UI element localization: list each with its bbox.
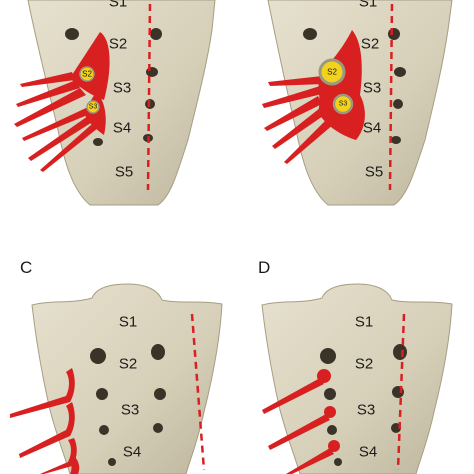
sacrum-bone-c [31, 283, 223, 474]
nerve-fan-lower-a [22, 92, 106, 172]
level-label-s1: S1 [358, 0, 378, 11]
panel-b [262, 0, 453, 206]
marker-label-s3: S3 [338, 100, 348, 108]
midline-dashed [396, 313, 406, 471]
level-label-s2: S2 [108, 35, 128, 53]
foramen [108, 458, 116, 466]
level-label-s1: S1 [118, 313, 138, 331]
marker-label-s2: S2 [82, 69, 92, 79]
foramen [303, 28, 317, 40]
level-label-s4: S4 [358, 443, 378, 461]
midline-dashed [190, 313, 206, 471]
marker-circle [86, 100, 100, 114]
foramen [327, 425, 337, 435]
marker-label-s2: S2 [327, 67, 337, 77]
foramen [320, 348, 336, 364]
level-label-s2: S2 [354, 355, 374, 373]
foramen [154, 388, 166, 400]
foramen [394, 67, 406, 77]
level-label-s1: S1 [108, 0, 128, 11]
foramen [65, 28, 79, 40]
marker-circle [318, 58, 346, 86]
foramen [324, 388, 336, 400]
foramen [151, 344, 165, 360]
level-label-s4: S4 [122, 443, 142, 461]
nerve-plexus-b [262, 30, 365, 164]
foramen [150, 28, 162, 40]
marker-circle [332, 93, 354, 115]
foramen [393, 99, 403, 109]
level-label-s4: S4 [112, 119, 132, 137]
nerve-roots-c [10, 368, 80, 474]
foramen [99, 425, 109, 435]
level-label-s1: S1 [354, 313, 374, 331]
foramen [393, 344, 407, 360]
nerve-roots-d [262, 369, 340, 474]
level-label-s4: S4 [362, 119, 382, 137]
level-label-s3: S3 [120, 401, 140, 419]
foramen [93, 138, 103, 146]
foramen [334, 458, 342, 466]
foramen [146, 67, 158, 77]
marker-label-s3: S3 [88, 103, 98, 111]
level-label-s2: S2 [360, 35, 380, 53]
level-label-s5: S5 [364, 163, 384, 181]
foramen [388, 28, 400, 40]
foramen [96, 388, 108, 400]
panel-c [10, 283, 223, 474]
foramen [90, 348, 106, 364]
panel-a [14, 0, 216, 206]
sacrum-bone-d [261, 283, 453, 474]
level-label-s3: S3 [356, 401, 376, 419]
level-label-s5: S5 [114, 163, 134, 181]
panel-label-c: C [20, 258, 33, 277]
foramen [153, 423, 163, 433]
level-label-s3: S3 [362, 79, 382, 97]
panel-label-d: D [258, 258, 271, 277]
sacrum-bone-a [27, 0, 216, 206]
level-label-s2: S2 [118, 355, 138, 373]
panel-d [261, 283, 453, 474]
marker-circle [79, 66, 95, 82]
foramen [391, 136, 401, 144]
nerve-fan-upper-a [14, 32, 110, 127]
level-label-s3: S3 [112, 79, 132, 97]
